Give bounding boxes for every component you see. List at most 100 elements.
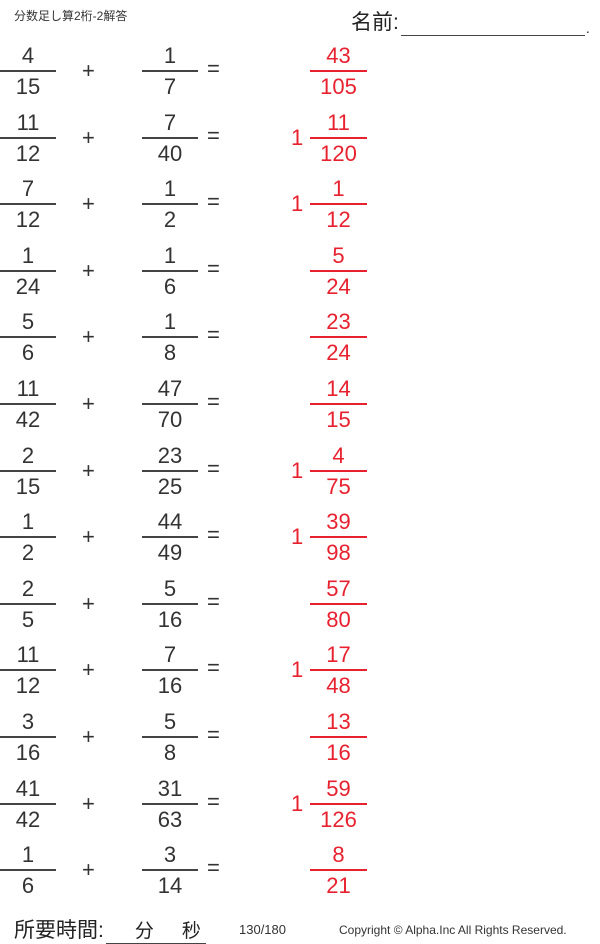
denominator: 98 [326, 540, 351, 566]
numerator: 5 [21, 309, 35, 335]
first-fraction: 11 12 [0, 108, 56, 168]
answer-fraction: 59 126 [310, 774, 367, 834]
first-fraction: 3 16 [0, 707, 56, 767]
fraction-bar [310, 403, 367, 405]
denominator: 24 [15, 273, 41, 299]
equals-sign: = [207, 788, 220, 814]
fraction-bar [0, 602, 56, 605]
denominator: 24 [326, 273, 351, 299]
numerator: 23 [326, 309, 351, 335]
numerator: 23 [157, 442, 183, 468]
equals-sign: = [207, 56, 220, 81]
fraction-bar [0, 269, 56, 272]
numerator: 47 [157, 376, 183, 401]
denominator: 15 [15, 473, 41, 499]
numerator: 14 [326, 376, 351, 401]
answer-fraction: 5 24 [310, 241, 367, 301]
answer: 14 15 [291, 374, 371, 434]
fraction-bar [0, 669, 56, 672]
equals-sign: = [207, 255, 220, 281]
second-fraction: 47 70 [142, 374, 198, 434]
first-fraction: 1 2 [0, 507, 56, 567]
numerator: 4 [21, 43, 35, 68]
denominator: 15 [326, 407, 351, 432]
second-fraction: 5 8 [142, 707, 198, 767]
answer-fraction: 39 98 [310, 507, 367, 567]
denominator: 8 [163, 740, 177, 765]
answer-whole-number: 1 [291, 191, 304, 217]
fraction-bar [0, 536, 56, 539]
fraction-bar [310, 136, 367, 139]
plus-sign: + [82, 790, 95, 816]
answer-fraction: 4 75 [310, 441, 367, 501]
numerator: 8 [332, 842, 345, 868]
equals-sign: = [207, 122, 220, 148]
fraction-bar [142, 669, 198, 672]
numerator: 11 [16, 109, 40, 135]
answer: 23 24 [291, 307, 371, 367]
equals-sign: = [207, 722, 220, 747]
answer: 43 105 [291, 41, 371, 101]
plus-sign: + [82, 324, 95, 350]
equals-sign: = [207, 588, 220, 614]
second-fraction: 7 40 [142, 108, 198, 168]
denominator: 12 [15, 207, 41, 233]
fraction-bar [142, 70, 198, 72]
numerator: 44 [157, 509, 183, 535]
numerator: 11 [16, 642, 40, 668]
fraction-bar [142, 203, 198, 206]
numerator: 5 [332, 242, 345, 268]
numerator: 7 [21, 176, 35, 202]
second-fraction: 1 2 [142, 174, 198, 234]
denominator: 63 [157, 806, 183, 832]
denominator: 75 [326, 473, 351, 499]
answer: 1 59 126 [291, 774, 371, 834]
fraction-bar [0, 869, 56, 872]
fraction-bar [142, 869, 198, 872]
denominator: 2 [163, 207, 177, 233]
first-fraction: 41 42 [0, 774, 56, 834]
plus-sign: + [82, 724, 95, 749]
problem-row: 2 5 + 5 16 = 57 80 [0, 574, 600, 634]
fraction-bar [310, 536, 367, 539]
fraction-bar [142, 269, 198, 272]
equals-sign: = [207, 522, 220, 548]
numerator: 1 [163, 242, 177, 268]
answer-fraction: 23 24 [310, 307, 367, 367]
denominator: 120 [320, 140, 357, 166]
first-fraction: 4 15 [0, 41, 56, 101]
problem-row: 11 42 + 47 70 = 14 15 [0, 374, 600, 434]
name-end-dot: . [585, 20, 590, 36]
denominator: 6 [163, 273, 177, 299]
numerator: 5 [163, 575, 177, 601]
numerator: 11 [327, 109, 350, 135]
denominator: 105 [320, 74, 357, 99]
fraction-bar [142, 403, 198, 405]
denominator: 7 [163, 74, 177, 99]
numerator: 1 [21, 842, 35, 868]
fraction-bar [142, 802, 198, 805]
fraction-bar [310, 802, 367, 805]
denominator: 12 [326, 207, 351, 233]
answer: 13 16 [291, 707, 371, 767]
first-fraction: 11 42 [0, 374, 56, 434]
denominator: 16 [15, 740, 41, 765]
second-fraction: 1 8 [142, 307, 198, 367]
denominator: 24 [326, 340, 351, 366]
fraction-bar [310, 602, 367, 605]
equals-sign: = [207, 655, 220, 681]
denominator: 80 [326, 606, 351, 632]
second-fraction: 44 49 [142, 507, 198, 567]
equals-sign: = [207, 189, 220, 215]
answer: 1 11 120 [291, 108, 371, 168]
denominator: 40 [157, 140, 183, 166]
problem-row: 2 15 + 23 25 = 1 4 75 [0, 441, 600, 501]
denominator: 48 [326, 673, 351, 699]
fraction-bar [310, 70, 367, 72]
denominator: 42 [15, 806, 41, 832]
first-fraction: 5 6 [0, 307, 56, 367]
equals-sign: = [207, 455, 220, 481]
fraction-bar [310, 736, 367, 738]
fraction-bar [142, 602, 198, 605]
fraction-bar [0, 70, 56, 72]
